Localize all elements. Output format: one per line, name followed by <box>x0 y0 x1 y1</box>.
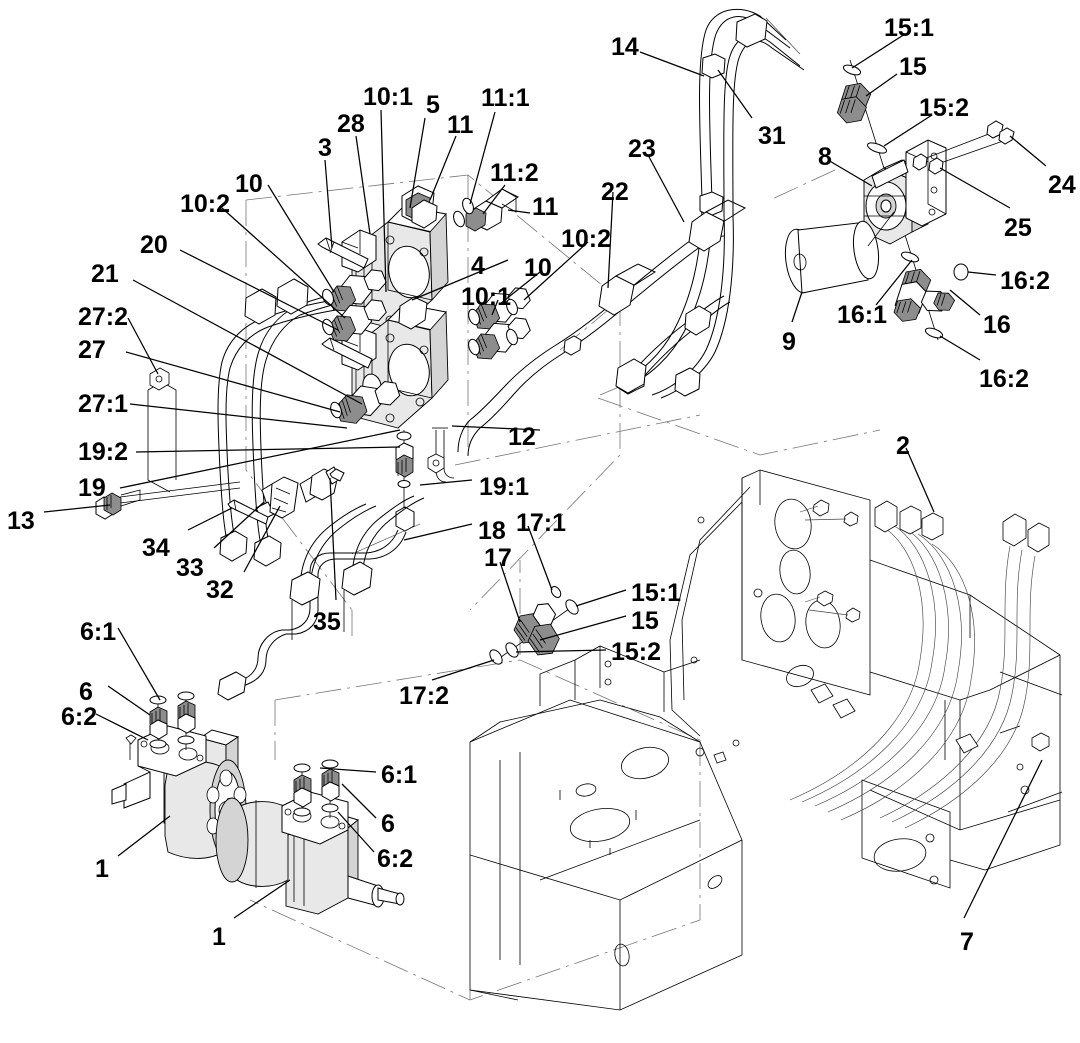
callout-24: 24 <box>1048 171 1076 199</box>
callout-15-2-b: 15:2 <box>611 638 662 666</box>
tube-18 <box>217 523 421 701</box>
callout-6-1-a: 6:1 <box>80 618 117 646</box>
callout-28: 28 <box>337 110 365 138</box>
callout-7: 7 <box>960 928 974 956</box>
fitting-15-top <box>836 64 887 154</box>
callout-33: 33 <box>176 554 204 582</box>
callout-15-1-b: 15:1 <box>631 579 682 607</box>
callout-32: 32 <box>206 576 234 604</box>
callout-11-1: 11:1 <box>481 84 530 112</box>
tube-14-31 <box>616 8 805 399</box>
callout-10-1-r: 10:1 <box>461 283 512 311</box>
callout-12: 12 <box>508 423 536 451</box>
callout-6-b: 6 <box>381 810 395 838</box>
callout-3: 3 <box>318 134 332 162</box>
callout-17: 17 <box>484 544 512 572</box>
callout-15-top: 15 <box>899 53 927 81</box>
callout-20: 20 <box>140 231 168 259</box>
callout-23: 23 <box>628 135 656 163</box>
callout-13: 13 <box>7 507 35 535</box>
callout-17-2: 17:2 <box>399 682 450 710</box>
callout-6-2-b: 6:2 <box>377 845 414 873</box>
callout-15-1-top: 15:1 <box>884 14 935 42</box>
callout-18: 18 <box>478 517 506 545</box>
callout-10-r: 10 <box>524 254 552 282</box>
fittings-6-left <box>125 691 196 760</box>
callout-27-2: 27:2 <box>78 303 129 331</box>
callout-11-right: 11 <box>532 193 559 221</box>
fittings-10-upper <box>322 269 387 342</box>
callout-11-2: 11:2 <box>490 159 539 187</box>
callout-31: 31 <box>758 122 786 150</box>
callout-25: 25 <box>1004 214 1032 242</box>
callout-1-a: 1 <box>95 855 109 883</box>
callout-10: 10 <box>235 170 263 198</box>
callout-4: 4 <box>471 252 485 280</box>
callout-27: 27 <box>78 336 106 364</box>
callout-19-2: 19:2 <box>78 438 129 466</box>
fitting-13 <box>95 481 241 520</box>
callout-35: 35 <box>313 608 341 636</box>
tube-22-23 <box>457 199 747 457</box>
callout-15-2-top: 15:2 <box>919 94 970 122</box>
fittings-10-right <box>468 287 531 360</box>
tubes-35 <box>289 495 425 640</box>
elbow-11 <box>411 188 519 232</box>
callout-16-2-b: 16:2 <box>979 365 1030 393</box>
valve-block-8 <box>784 59 1015 341</box>
callout-16-1: 16:1 <box>837 301 888 329</box>
callout-11: 11 <box>447 111 474 139</box>
callout-10-2-r: 10:2 <box>561 225 612 253</box>
clamps-32-33-34 <box>227 466 345 525</box>
callout-2: 2 <box>896 432 910 460</box>
callout-27-1: 27:1 <box>78 390 129 418</box>
motor-right <box>215 791 405 915</box>
leader-lines <box>43 33 1047 919</box>
callout-15-b: 15 <box>631 607 659 635</box>
stack-19 <box>395 427 455 532</box>
bolts-3-28 <box>317 237 373 369</box>
callout-8: 8 <box>818 143 832 171</box>
callout-17-1: 17:1 <box>516 509 567 537</box>
callout-16-2-a: 16:2 <box>1000 267 1051 295</box>
hose-bundle <box>789 523 1036 829</box>
callout-1-b: 1 <box>212 923 226 951</box>
callout-6-a: 6 <box>79 678 93 706</box>
callout-5: 5 <box>426 91 440 119</box>
plate-fasteners <box>812 499 861 623</box>
chassis-frame <box>469 469 1063 1011</box>
hose-end-fittings <box>810 500 1050 754</box>
fittings-6-right <box>293 759 340 818</box>
callout-6-2-a: 6:2 <box>61 703 98 731</box>
callout-10-2: 10:2 <box>180 190 231 218</box>
callout-34: 34 <box>142 534 170 562</box>
callout-21: 21 <box>91 260 119 288</box>
callout-19: 19 <box>78 474 106 502</box>
fitting-16-bottom <box>893 251 969 339</box>
callout-6-1-b: 6:1 <box>381 761 418 789</box>
callout-16: 16 <box>983 311 1011 339</box>
callout-19-1: 19:1 <box>479 473 530 501</box>
callout-22: 22 <box>601 178 629 206</box>
group-17-15 <box>489 586 579 665</box>
callout-14: 14 <box>611 33 639 61</box>
callout-10-1-top: 10:1 <box>363 83 414 111</box>
callout-9: 9 <box>782 328 796 356</box>
